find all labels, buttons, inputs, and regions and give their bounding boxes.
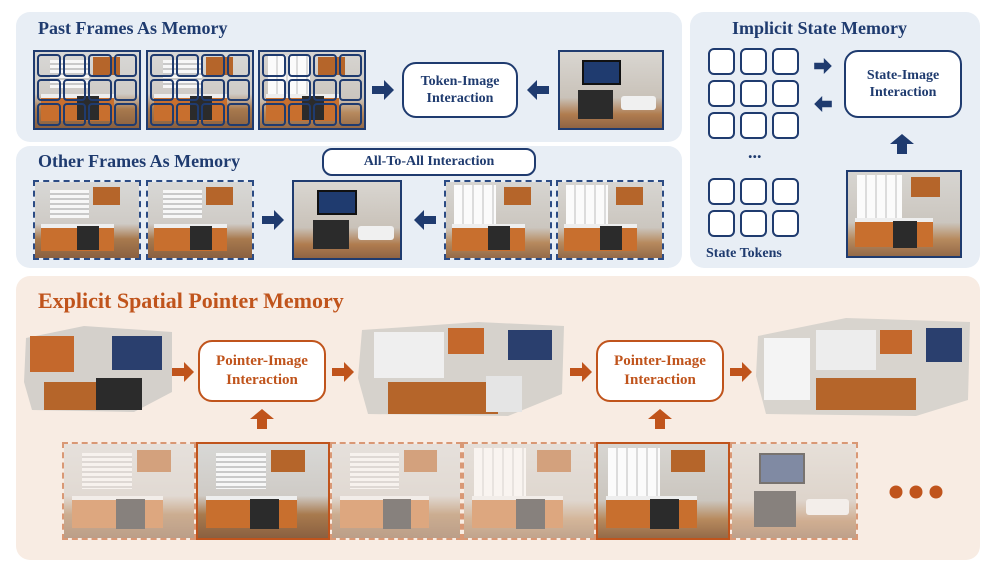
input-frame-6 — [730, 442, 858, 540]
input-frame-3 — [330, 442, 462, 540]
explicit-spatial-title: Explicit Spatial Pointer Memory — [38, 288, 344, 313]
past-frame-1 — [33, 50, 141, 130]
arrow-right-icon — [730, 362, 752, 382]
point-cloud-3 — [756, 318, 970, 416]
pointer-image-interaction-box-1: Pointer-Image Interaction — [198, 340, 326, 402]
point-cloud-1 — [24, 326, 172, 412]
past-frames-title: Past Frames As Memory — [38, 18, 228, 38]
arrow-up-icon — [890, 134, 914, 154]
past-frame-2 — [146, 50, 254, 130]
arrow-left-icon — [414, 210, 436, 230]
more-frames-ellipsis-icon — [889, 485, 943, 499]
token-image-interaction-box: Token-Image Interaction — [402, 62, 518, 118]
arrow-right-icon — [570, 362, 592, 382]
input-frame-2 — [196, 442, 330, 540]
arrow-right-icon — [172, 362, 194, 382]
current-frame-other — [292, 180, 402, 260]
implicit-state-title: Implicit State Memory — [732, 18, 907, 38]
other-frame-3 — [444, 180, 552, 260]
arrow-left-icon — [527, 80, 549, 100]
current-frame-state — [846, 170, 962, 258]
arrow-right-icon — [372, 80, 394, 100]
arrow-up-icon — [648, 409, 672, 429]
point-cloud-2 — [358, 322, 564, 416]
arrow-right-icon — [814, 58, 832, 74]
input-frame-5 — [596, 442, 730, 540]
all-to-all-interaction-box: All-To-All Interaction — [322, 148, 536, 176]
other-frame-2 — [146, 180, 254, 260]
arrow-right-icon — [262, 210, 284, 230]
arrow-left-icon — [814, 96, 832, 112]
input-frame-1 — [62, 442, 196, 540]
arrow-right-icon — [332, 362, 354, 382]
state-tokens-ellipsis: ... — [748, 142, 762, 162]
arrow-up-icon — [250, 409, 274, 429]
other-frame-4 — [556, 180, 664, 260]
state-tokens-label: State Tokens — [706, 246, 782, 261]
current-frame-past — [558, 50, 664, 130]
other-frame-1 — [33, 180, 141, 260]
pointer-image-interaction-box-2: Pointer-Image Interaction — [596, 340, 724, 402]
input-frame-4 — [462, 442, 596, 540]
other-frames-title: Other Frames As Memory — [38, 151, 241, 171]
past-frame-3 — [258, 50, 366, 130]
state-image-interaction-box: State-Image Interaction — [844, 50, 962, 118]
